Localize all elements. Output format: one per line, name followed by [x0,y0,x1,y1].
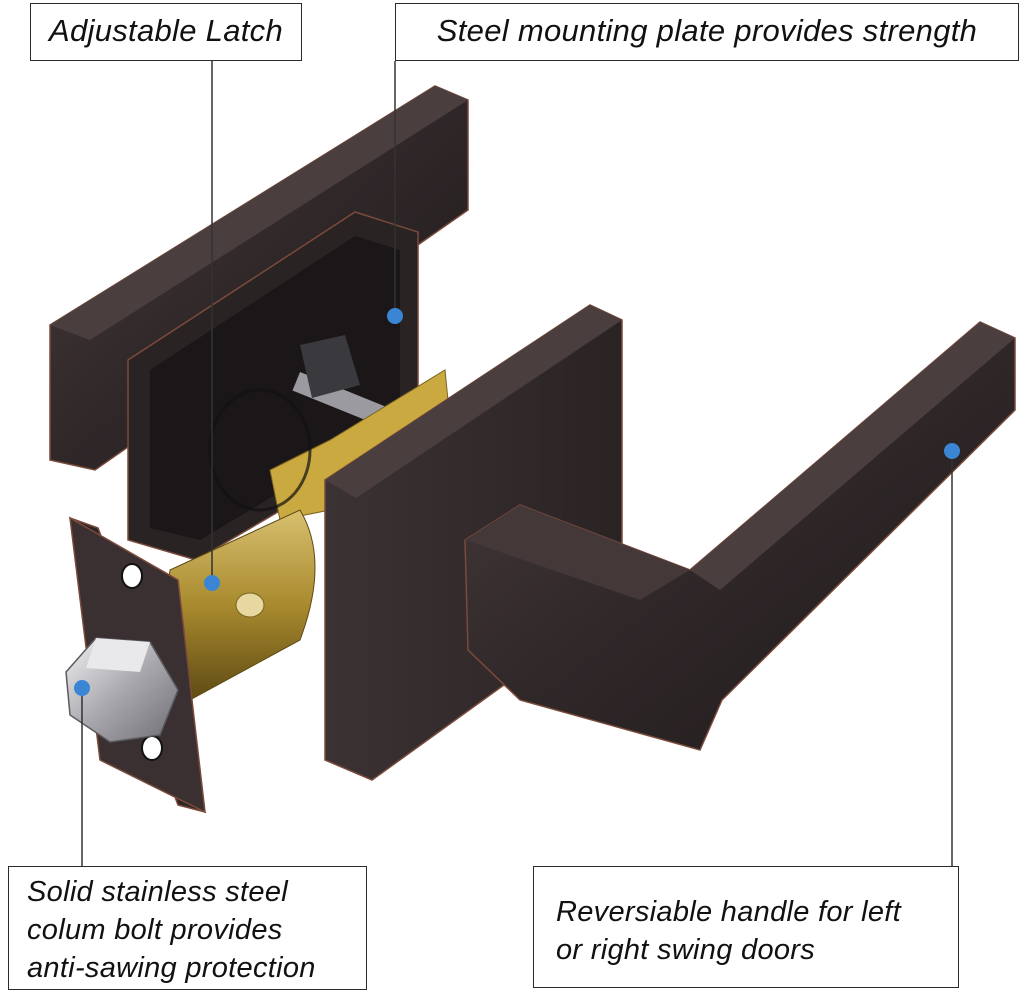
marker-dot-plate [387,308,403,324]
callout-adjustable-latch: Adjustable Latch [30,3,302,61]
callout-handle-line-2: or right swing doors [556,934,816,966]
marker-dot-handle [944,443,960,459]
callout-reversible-handle: Reversiable handle for left or right swi… [533,866,959,988]
callout-bolt-line-2: colum bolt provides [27,914,283,946]
callout-mounting-plate: Steel mounting plate provides strength [395,3,1019,61]
latch-bolt [65,637,179,743]
callout-leader-lines [81,61,953,866]
marker-dot-bolt [74,680,90,696]
callout-handle-line-1: Reversiable handle for left [556,896,902,928]
callout-latch-text: Adjustable Latch [48,13,283,48]
latch-cylinder [167,509,316,701]
front-lever-handle [464,321,1016,751]
marker-dot-latch [204,575,220,591]
callout-bolt-line-1: Solid stainless steel [27,876,288,908]
callout-plate-text: Steel mounting plate provides strength [436,13,978,48]
callout-bolt-line-3: anti-sawing protection [27,952,316,984]
callout-column-bolt: Solid stainless steel colum bolt provide… [8,866,367,990]
